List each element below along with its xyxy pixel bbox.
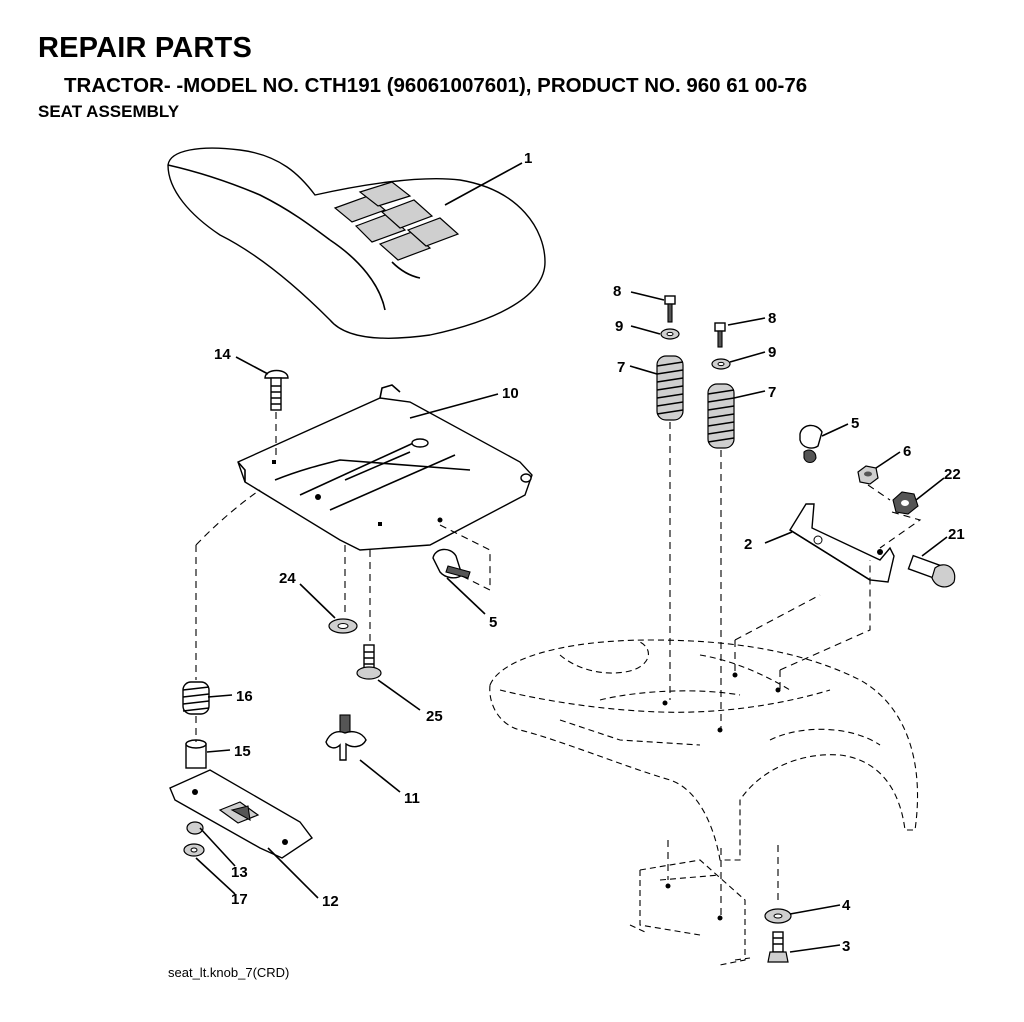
callout-7-left: 7 <box>617 359 625 376</box>
spacer-part <box>185 739 207 769</box>
callout-11: 11 <box>404 790 420 807</box>
callout-8-left: 8 <box>613 283 621 300</box>
washer-9-right-part <box>711 358 731 370</box>
callout-16: 16 <box>236 688 253 705</box>
carriage-bolt-part <box>264 369 289 460</box>
callout-13: 13 <box>231 864 248 881</box>
fender-outline <box>489 639 919 966</box>
callout-5-right: 5 <box>851 415 859 432</box>
bolt-21-part <box>907 554 956 588</box>
bolt-8-right-part <box>714 322 726 348</box>
callout-1: 1 <box>524 150 532 167</box>
callout-12: 12 <box>322 893 339 910</box>
diagram-code: seat_lt.knob_7(CRD) <box>168 965 290 980</box>
callout-numbers: 1 2 3 4 5 5 6 7 7 8 8 9 9 10 11 12 13 14… <box>214 150 965 955</box>
callout-9-right: 9 <box>768 344 776 361</box>
callout-8-right: 8 <box>768 310 776 327</box>
callout-24: 24 <box>279 570 296 587</box>
callout-25: 25 <box>426 708 443 725</box>
seat-pan-part <box>237 384 533 551</box>
callout-22: 22 <box>944 466 961 483</box>
model-subtitle: TRACTOR- -MODEL NO. CTH191 (96061007601)… <box>64 74 808 97</box>
spring-7-right-part <box>707 383 735 449</box>
section-title: SEAT ASSEMBLY <box>38 102 180 121</box>
bracket-part <box>789 503 895 583</box>
callout-5-left: 5 <box>489 614 497 631</box>
nut-22-part <box>892 491 919 515</box>
bolt-3-part <box>767 931 789 963</box>
callout-7-right: 7 <box>768 384 776 401</box>
leader-lines <box>195 162 948 953</box>
bolt-8-left-part <box>664 295 676 323</box>
nut-13-part <box>186 821 204 835</box>
clip-left-part <box>432 524 491 591</box>
callout-2: 2 <box>744 536 752 553</box>
bolt-25-part <box>356 550 382 680</box>
callout-10: 10 <box>502 385 519 402</box>
callout-21: 21 <box>948 526 965 543</box>
callout-9-left: 9 <box>615 318 623 335</box>
callout-15: 15 <box>234 743 251 760</box>
callout-14: 14 <box>214 346 231 363</box>
spring-16-part <box>182 681 210 715</box>
slide-plate-part <box>169 769 314 859</box>
nut-6-part <box>857 465 879 485</box>
spring-7-left-part <box>656 355 684 421</box>
seat-part <box>167 147 546 339</box>
washer-9-left-part <box>660 328 680 340</box>
callout-4: 4 <box>842 897 851 914</box>
callout-6: 6 <box>903 443 911 460</box>
page-title: REPAIR PARTS <box>38 32 253 64</box>
knob-part <box>325 714 367 761</box>
callout-17: 17 <box>231 891 248 908</box>
callout-3: 3 <box>842 938 850 955</box>
clip-right-part <box>799 424 823 464</box>
washer-4-part <box>764 908 792 924</box>
washer-17-part <box>183 843 205 857</box>
washer-24-part <box>328 545 358 634</box>
